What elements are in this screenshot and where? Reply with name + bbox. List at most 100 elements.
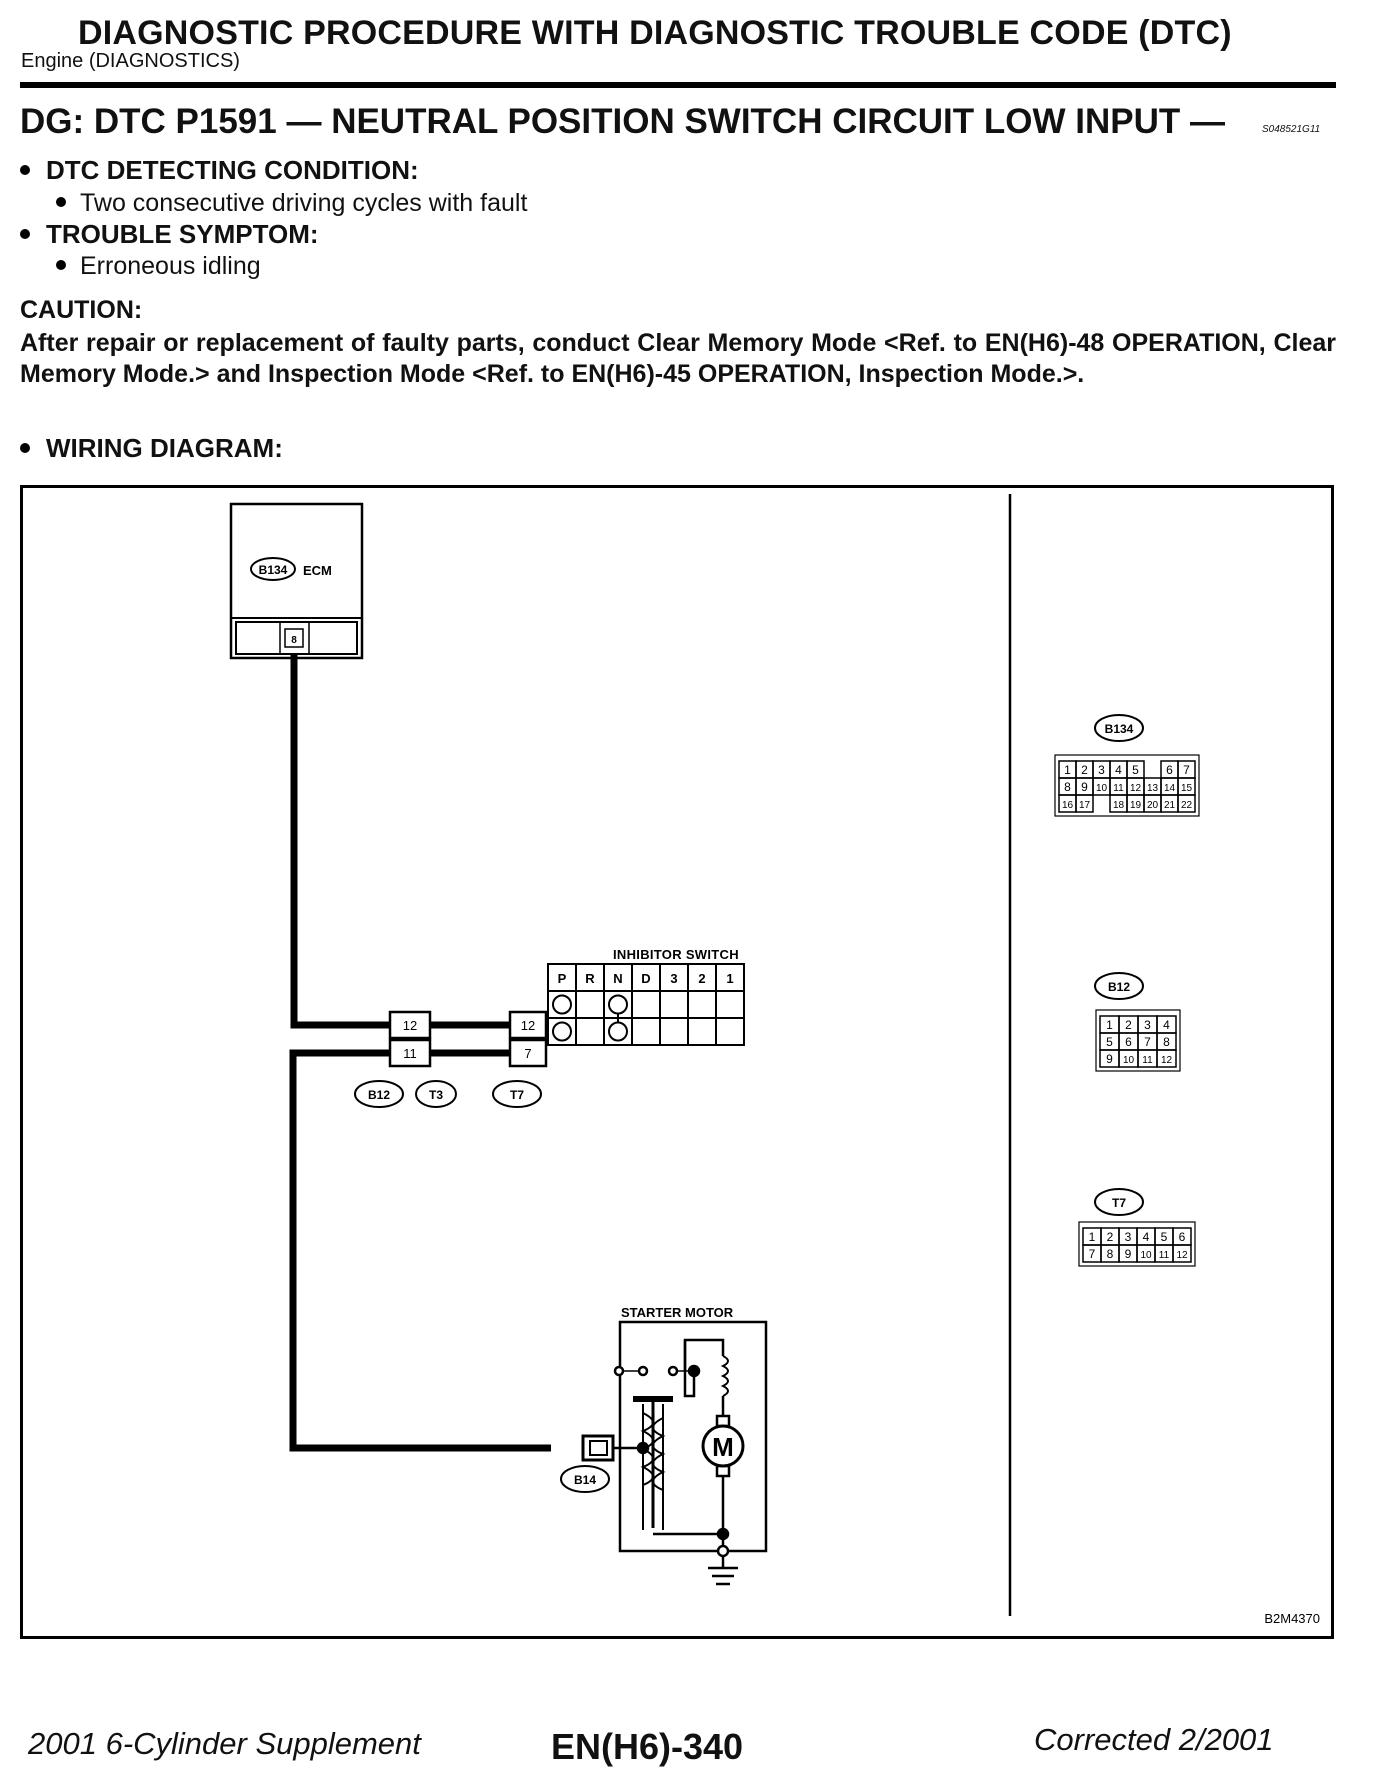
connector-pin: 12 xyxy=(1161,1055,1173,1066)
caution-body: After repair or replacement of faulty pa… xyxy=(20,329,1336,388)
inhibitor-position-0: P xyxy=(558,971,567,986)
dtc-condition-item: Two consecutive driving cycles with faul… xyxy=(56,189,527,218)
wiring-diagram: 8 B134 ECM 12 11 12 7 B12 xyxy=(20,485,1334,1639)
t7-view-label: T7 xyxy=(1112,1196,1126,1210)
b12-pin-bottom: 11 xyxy=(403,1046,417,1061)
connector-pin: 4 xyxy=(1163,1018,1170,1032)
connector-pin: 9 xyxy=(1125,1247,1132,1261)
label-b12: B12 xyxy=(368,1088,390,1102)
trouble-symptom-heading: TROUBLE SYMPTOM: xyxy=(20,219,319,250)
inhibitor-position-5: 2 xyxy=(698,971,705,986)
bullet-icon xyxy=(20,229,30,240)
b12-view-label: B12 xyxy=(1108,980,1130,994)
connector-pin: 12 xyxy=(1176,1250,1188,1261)
inhibitor-position-3: D xyxy=(641,971,650,986)
page-header-subtitle: Engine (DIAGNOSTICS) xyxy=(21,50,240,72)
header-divider xyxy=(20,82,1336,88)
label-t3: T3 xyxy=(429,1088,443,1102)
connector-pin: 6 xyxy=(1179,1230,1186,1244)
connector-pin: 12 xyxy=(1130,783,1142,794)
connector-pin: 21 xyxy=(1164,800,1176,811)
wiring-diagram-svg: 8 B134 ECM 12 11 12 7 B12 xyxy=(229,494,1320,1626)
wiring-diagram-heading: WIRING DIAGRAM: xyxy=(20,433,283,464)
connector-pin: 13 xyxy=(1147,783,1159,794)
connector-pin: 20 xyxy=(1147,800,1159,811)
connector-pin: 2 xyxy=(1081,763,1088,777)
connector-pin: 9 xyxy=(1106,1052,1113,1066)
connector-pin: 22 xyxy=(1181,800,1193,811)
signal-wire xyxy=(289,654,551,1452)
connector-pin: 9 xyxy=(1081,780,1088,794)
label-t7: T7 xyxy=(510,1088,524,1102)
connector-pin: 17 xyxy=(1079,800,1091,811)
connector-pin: 11 xyxy=(1142,1055,1153,1066)
switch-contact-icon xyxy=(552,1021,572,1042)
connector-pin: 5 xyxy=(1161,1230,1168,1244)
connector-pin: 1 xyxy=(1106,1018,1113,1032)
connector-pin: 3 xyxy=(1098,763,1105,777)
connector-pin: 14 xyxy=(1164,783,1176,794)
inhibitor-position-1: R xyxy=(585,971,595,986)
switch-contact-icon xyxy=(608,994,628,1015)
page-header-title: DIAGNOSTIC PROCEDURE WITH DIAGNOSTIC TRO… xyxy=(78,14,1232,52)
connector-pin: 8 xyxy=(1064,780,1071,794)
connector-pin: 7 xyxy=(1089,1247,1096,1261)
t7-joint-connector: 12 7 xyxy=(508,1010,548,1068)
bullet-icon xyxy=(56,197,66,208)
dtc-condition-heading: DTC DETECTING CONDITION: xyxy=(20,155,419,186)
ecm-connector-badge xyxy=(250,557,296,581)
connector-pin: 11 xyxy=(1159,1250,1170,1261)
ecm-unit: 8 B134 ECM xyxy=(229,502,364,660)
connector-pin: 2 xyxy=(1107,1230,1114,1244)
connector-pin: 2 xyxy=(1125,1018,1132,1032)
footer-publication: 2001 6-Cylinder Supplement xyxy=(28,1726,421,1761)
connector-pin: 3 xyxy=(1125,1230,1132,1244)
trouble-symptom-item: Erroneous idling xyxy=(56,252,261,281)
connector-pin: 3 xyxy=(1144,1018,1151,1032)
connector-pin: 11 xyxy=(1113,783,1124,794)
bullet-icon xyxy=(56,260,66,271)
ecm-pin-label: 8 xyxy=(291,635,297,646)
b14-badge xyxy=(560,1465,610,1493)
section-code: S048521G11 xyxy=(1262,124,1321,135)
connector-pin: 6 xyxy=(1125,1035,1132,1049)
connector-pin: 8 xyxy=(1107,1247,1114,1261)
footer-page-number: EN(H6)-340 xyxy=(551,1726,744,1767)
switch-contact-icon xyxy=(552,994,572,1015)
ecm-connector-label: B134 xyxy=(259,563,288,577)
inhibitor-position-2: N xyxy=(613,971,622,986)
b14-connector xyxy=(581,1434,615,1462)
joint-connector-labels: B12 T3 T7 xyxy=(354,1080,542,1108)
connector-pin: 5 xyxy=(1132,763,1139,777)
connector-pin: 4 xyxy=(1115,763,1122,777)
connector-pin: 1 xyxy=(1089,1230,1096,1244)
motor-symbol-label: M xyxy=(712,1432,734,1462)
connector-pin: 10 xyxy=(1096,783,1108,794)
connector-pin: 6 xyxy=(1166,763,1173,777)
connector-pin: 1 xyxy=(1064,763,1071,777)
section-title: DG: DTC P1591 — NEUTRAL POSITION SWITCH … xyxy=(20,102,1225,141)
b134-view-label: B134 xyxy=(1105,722,1134,736)
connector-pin: 16 xyxy=(1062,800,1074,811)
connector-pin: 10 xyxy=(1123,1055,1135,1066)
connector-pin: 15 xyxy=(1181,783,1193,794)
b12-pin-top: 12 xyxy=(403,1018,417,1033)
connector-pin: 4 xyxy=(1143,1230,1150,1244)
connector-pin: 18 xyxy=(1113,800,1125,811)
connector-pin: 19 xyxy=(1130,800,1142,811)
ecm-label: ECM xyxy=(303,563,332,578)
footer-revision: Corrected 2/2001 xyxy=(1034,1722,1274,1757)
b14-label: B14 xyxy=(574,1473,596,1487)
connector-pin: 5 xyxy=(1106,1035,1113,1049)
connector-pin: 8 xyxy=(1163,1035,1170,1049)
caution-heading: CAUTION: xyxy=(20,296,143,324)
connector-pin: 7 xyxy=(1144,1035,1151,1049)
t7-pin-bottom: 7 xyxy=(524,1046,531,1061)
starter-motor: STARTER MOTOR B14 xyxy=(560,1305,768,1586)
inhibitor-position-4: 3 xyxy=(670,971,677,986)
inhibitor-switch-label: INHIBITOR SWITCH xyxy=(613,947,739,962)
